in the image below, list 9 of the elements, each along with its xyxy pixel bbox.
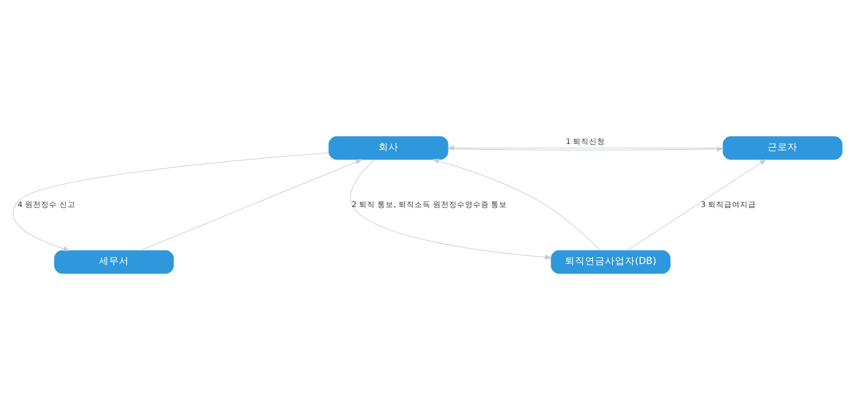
arrow xyxy=(626,158,767,250)
node-box: 근로자 xyxy=(722,136,842,160)
node-box: 퇴직연금사업자(DB) xyxy=(550,250,671,274)
arrow xyxy=(432,158,600,250)
node-box: 세무서 xyxy=(54,250,174,274)
arrow xyxy=(12,152,330,251)
arrow xyxy=(140,158,363,250)
arrow xyxy=(350,158,552,260)
node-box: 회사 xyxy=(328,136,448,160)
